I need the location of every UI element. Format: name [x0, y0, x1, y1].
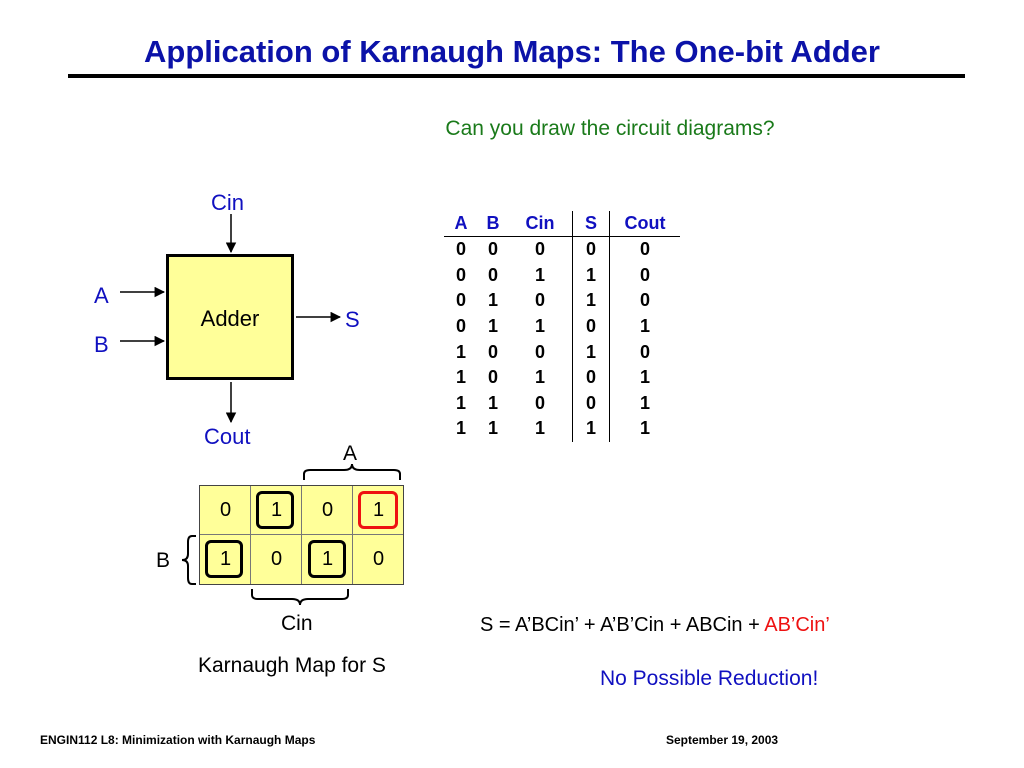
kmap-divider — [352, 486, 353, 584]
truth-table-cell: 1 — [508, 416, 573, 442]
truth-table-cell: 1 — [639, 392, 650, 413]
truth-table-cell: 1 — [487, 392, 498, 413]
header-cin: Cin — [508, 211, 573, 237]
footer-date: September 19, 2003 — [666, 733, 779, 747]
kmap-group-box — [205, 540, 243, 578]
kmap-cell: 0 — [270, 548, 283, 570]
kmap-cell: 1 — [321, 548, 334, 570]
truth-table-cell: 0 — [572, 390, 610, 417]
a-label: A — [94, 283, 109, 308]
slide-title: Application of Karnaugh Maps: The One-bi… — [144, 34, 880, 69]
truth-table-cell: 1 — [639, 316, 650, 337]
truth-table-cell: 0 — [455, 239, 466, 260]
truth-table-cell: 1 — [572, 262, 610, 289]
truth-table-cell: 0 — [508, 339, 573, 365]
truth-table-cell: 1 — [639, 418, 650, 439]
kmap-divider — [301, 486, 302, 584]
kmap-divider — [200, 534, 403, 535]
truth-table-cell: 1 — [487, 418, 498, 439]
kmap-cell: 1 — [270, 499, 283, 521]
s-label: S — [345, 307, 360, 332]
truth-table-cell: 0 — [639, 341, 650, 362]
truth-table-cell: 1 — [508, 364, 573, 391]
kmap-cell: 0 — [372, 548, 385, 570]
truth-table-cell: 0 — [487, 239, 498, 260]
cin-label: Cin — [211, 190, 245, 215]
kmap-label-cin: Cin — [281, 612, 313, 635]
truth-table-cell: 0 — [639, 239, 650, 260]
b-label: B — [94, 332, 109, 357]
header-s: S — [572, 211, 610, 237]
kmap-label-b: B — [156, 549, 171, 572]
kmap-cell: 1 — [219, 548, 232, 570]
truth-table-cell: 0 — [455, 290, 466, 311]
truth-table-cell: 0 — [508, 236, 573, 263]
header-cout: Cout — [609, 211, 680, 237]
cin-brace — [251, 589, 349, 606]
truth-table-header-row: A B Cin S Cout — [444, 211, 680, 237]
header-a: A — [444, 211, 478, 237]
kmap-divider — [250, 486, 251, 584]
question-text: Can you draw the circuit diagrams? — [445, 117, 775, 140]
truth-table-cell: 1 — [487, 316, 498, 337]
truth-table-cell: 0 — [639, 264, 650, 285]
truth-table-cell: 0 — [508, 288, 573, 314]
adder-block — [166, 254, 294, 380]
kmap-group-box — [308, 540, 346, 578]
kmap-caption: Karnaugh Map for S — [198, 654, 386, 677]
truth-table-cell: 1 — [455, 341, 466, 362]
truth-table-cell: 0 — [639, 290, 650, 311]
truth-table-cell: 1 — [572, 416, 610, 442]
kmap-label-a: A — [343, 442, 358, 465]
kmap-group-box — [256, 491, 294, 529]
footer-course: ENGIN112 L8: Minimization with Karnaugh … — [40, 733, 316, 747]
truth-table-cell: 0 — [572, 236, 610, 263]
truth-table-cell: 1 — [508, 313, 573, 340]
truth-table-cell: 0 — [455, 264, 466, 285]
truth-table-cell: 1 — [639, 367, 650, 388]
truth-table-cell: 1 — [455, 392, 466, 413]
kmap-group-box-highlight — [358, 491, 398, 529]
truth-table-cell: 0 — [487, 264, 498, 285]
truth-table-cell: 1 — [455, 367, 466, 388]
kmap-cell: 0 — [219, 499, 232, 521]
truth-table-cell: 0 — [487, 341, 498, 362]
conclusion-text: No Possible Reduction! — [600, 667, 819, 690]
title-underline — [68, 74, 965, 78]
truth-table-cell: 0 — [508, 390, 573, 417]
a-brace — [303, 463, 401, 480]
truth-table-cell: 1 — [487, 290, 498, 311]
truth-table-cell: 1 — [508, 262, 573, 289]
truth-table-cell: 0 — [455, 316, 466, 337]
truth-table-cell: 0 — [572, 364, 610, 391]
kmap-cell: 0 — [321, 499, 334, 521]
adder-label: Adder — [200, 306, 260, 331]
kmap-cell: 1 — [372, 499, 385, 521]
karnaugh-map-grid: 0 1 0 1 1 0 1 0 — [199, 485, 404, 585]
header-b: B — [478, 211, 508, 237]
equation-highlight-term: AB’Cin’ — [764, 614, 830, 636]
cout-label: Cout — [204, 424, 251, 449]
truth-table-cell: 1 — [572, 288, 610, 314]
truth-table-cell: 1 — [572, 339, 610, 365]
truth-table-cell: 0 — [572, 313, 610, 340]
b-brace — [181, 535, 196, 585]
sum-equation: S = A’BCin’ + A’B’Cin + ABCin + AB’Cin’ — [480, 614, 830, 637]
truth-table-cell: 0 — [487, 367, 498, 388]
truth-table-cell: 1 — [455, 418, 466, 439]
equation-terms: S = A’BCin’ + A’B’Cin + ABCin + — [480, 614, 765, 636]
